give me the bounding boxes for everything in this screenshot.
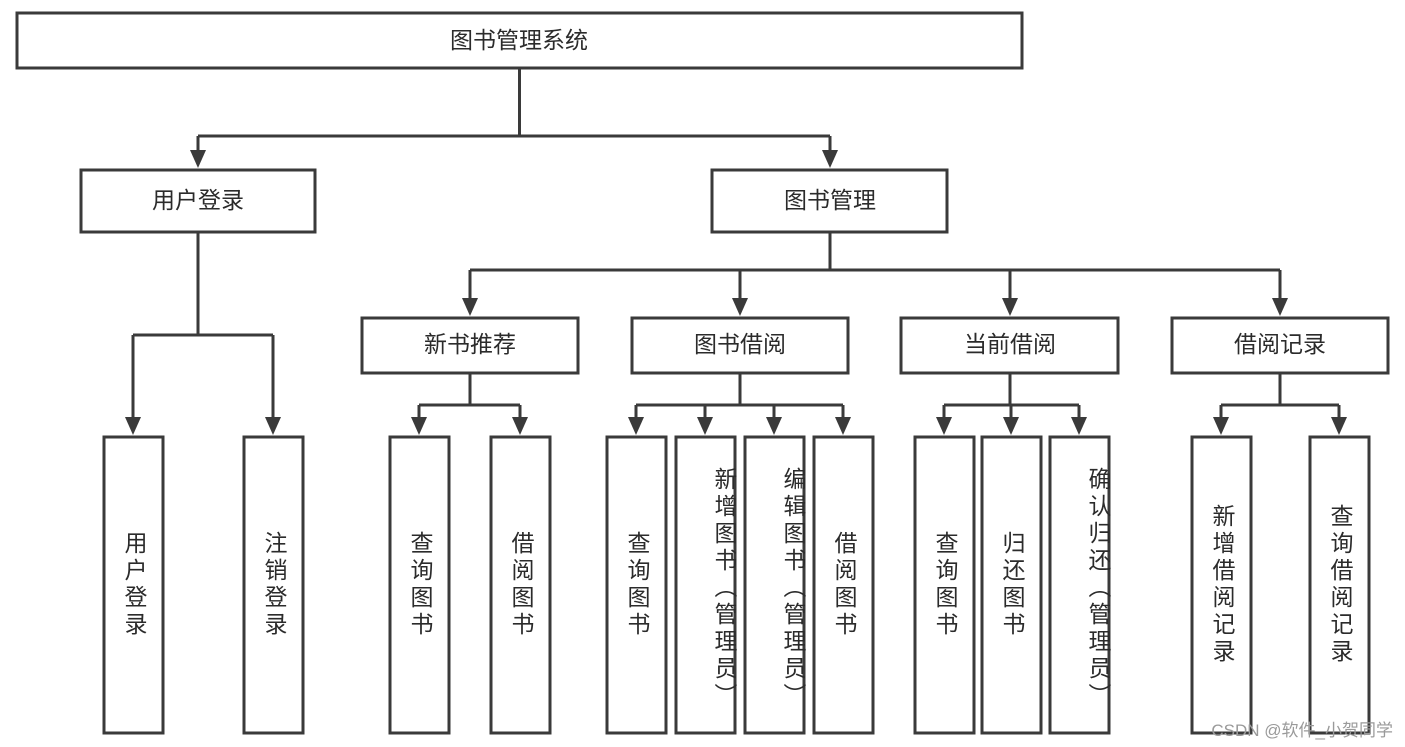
arrowhead-newbook-leaf1: [411, 417, 427, 435]
node-book-management-box[interactable]: [710, 168, 949, 234]
node-root-box[interactable]: [15, 11, 1024, 70]
arrowhead-user-login: [190, 150, 206, 168]
arrowhead-borrow-record: [1272, 298, 1288, 316]
arrowhead-currentborrow-leaf3: [1071, 417, 1087, 435]
arrowhead-new-book: [462, 298, 478, 316]
node-leaf-query-book-nb-box[interactable]: [388, 435, 451, 735]
arrowhead-book-borrow: [732, 298, 748, 316]
node-new-book-recommend-label: 新书推荐: [424, 331, 516, 357]
node-leaf-borrow-book-bb-box[interactable]: [812, 435, 875, 735]
arrowhead-userlogin-leaf1: [125, 417, 141, 435]
node-current-borrow-box[interactable]: [899, 316, 1120, 375]
node-user-login-box[interactable]: [79, 168, 317, 234]
node-new-book-recommend-box[interactable]: [360, 316, 580, 375]
node-borrow-record-box[interactable]: [1170, 316, 1390, 375]
arrowhead-bookborrow-leaf3: [766, 417, 782, 435]
node-leaf-confirm-return-box[interactable]: [1048, 435, 1111, 735]
node-leaf-query-book-cb-box[interactable]: [913, 435, 976, 735]
node-leaf-return-book-box[interactable]: [980, 435, 1043, 735]
arrowhead-borrowrecord-leaf2: [1331, 417, 1347, 435]
connectors-layer: [125, 68, 1347, 435]
node-user-login-label: 用户登录: [152, 187, 244, 213]
arrowhead-book-mgmt: [822, 150, 838, 168]
arrowhead-currentborrow-leaf2: [1003, 417, 1019, 435]
node-book-management-label: 图书管理: [784, 187, 876, 213]
node-borrow-record-label: 借阅记录: [1234, 331, 1326, 357]
arrowhead-newbook-leaf2: [512, 417, 528, 435]
node-leaf-query-record-box[interactable]: [1308, 435, 1371, 735]
node-leaf-add-book-box[interactable]: [674, 435, 737, 735]
node-leaf-edit-book-box[interactable]: [743, 435, 806, 735]
arrowhead-current-borrow: [1002, 298, 1018, 316]
arrowhead-bookborrow-leaf2: [697, 417, 713, 435]
arrowhead-currentborrow-leaf1: [936, 417, 952, 435]
nodes-layer: 图书管理系统 用户登录 图书管理 新书推荐 图书借阅 当前借阅 借阅记录: [15, 11, 1390, 735]
arrowhead-bookborrow-leaf4: [835, 417, 851, 435]
node-book-borrow-label: 图书借阅: [694, 331, 786, 357]
node-leaf-user-login-box[interactable]: [102, 435, 165, 735]
arrowhead-userlogin-leaf2: [265, 417, 281, 435]
arrowhead-bookborrow-leaf1: [628, 417, 644, 435]
node-leaf-add-record-box[interactable]: [1190, 435, 1253, 735]
node-leaf-logout-box[interactable]: [242, 435, 305, 735]
node-book-borrow-box[interactable]: [630, 316, 850, 375]
node-root-label: 图书管理系统: [450, 27, 588, 53]
node-current-borrow-label: 当前借阅: [964, 331, 1056, 357]
node-leaf-borrow-book-nb-box[interactable]: [489, 435, 552, 735]
node-leaf-query-book-bb-box[interactable]: [605, 435, 668, 735]
arrowhead-borrowrecord-leaf1: [1213, 417, 1229, 435]
